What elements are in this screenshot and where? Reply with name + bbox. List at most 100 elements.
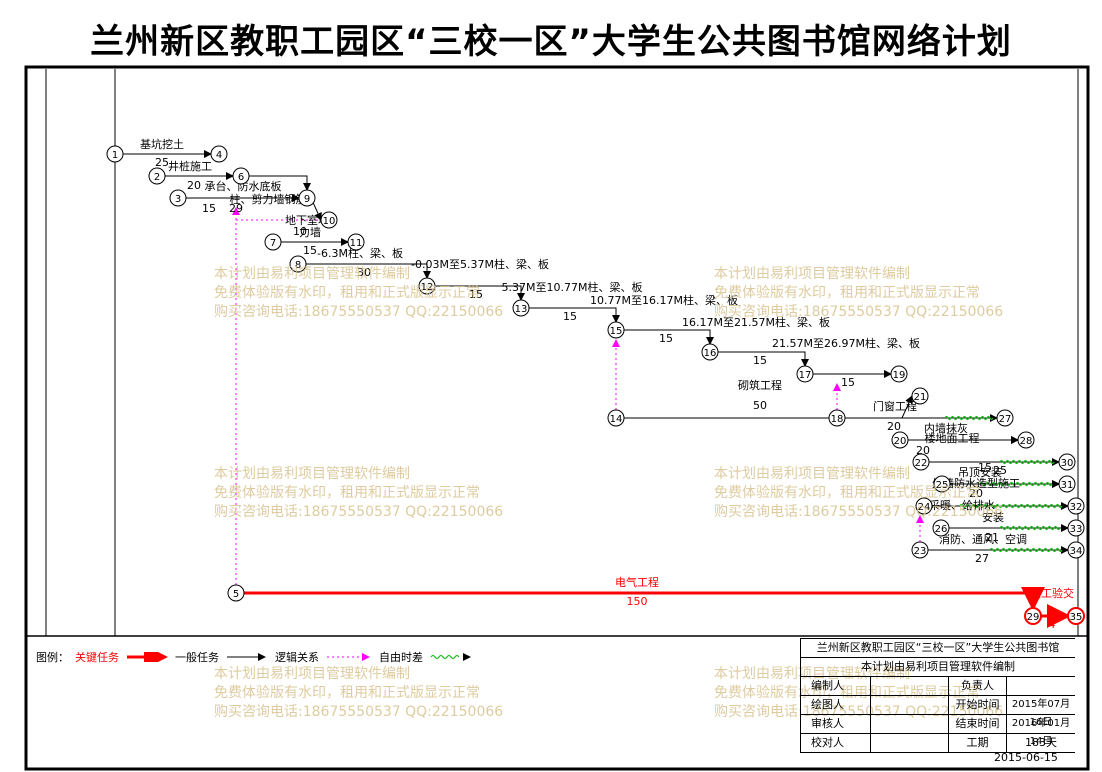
node-29: 29 [1024,607,1042,625]
node-circle [106,145,124,163]
node-25: 25 [933,475,951,493]
node-31: 31 [1058,475,1076,493]
node-26: 26 [932,519,950,537]
node-20: 20 [891,431,909,449]
node-circle [1067,541,1085,559]
activity-duration: 20 [187,179,201,192]
node-circle [148,167,166,185]
activity-name: 5.37M至10.77M柱、梁、板 [502,280,643,294]
activity-name: 16.17M至21.57M柱、梁、板 [682,315,830,329]
node-number: 5 [233,589,239,600]
node-30: 30 [1058,453,1076,471]
plan-date: 2015-06-15 [994,751,1058,764]
activity-name: 采暖、给排水 [929,498,995,512]
node-35: 35 [1067,607,1085,625]
node-number: 16 [704,348,717,359]
legend-critical-label: 关键任务 [75,651,119,664]
info-label2: 开始时间 [949,696,1007,714]
node-number: 10 [323,216,336,227]
node-number: 31 [1061,480,1074,491]
node-32: 32 [1067,497,1085,515]
activity-name: 柱、剪力墙钢筋 [230,192,307,206]
info-project-name: 兰州新区教职工园区“三校一区”大学生公共图书馆 [816,641,1060,654]
node-circle [298,189,316,207]
activity-arrow [624,395,913,419]
activity-duration: 15 [841,376,855,389]
activity-duration: 15 [978,461,992,474]
watermark: 本计划由易利项目管理软件编制 免费体验版有水印，租用和正式版显示正常 购买咨询电… [714,466,1004,520]
node-circle [347,233,365,251]
activity-name: 砌筑工程 [738,378,782,392]
activity-name: 井桩施工 [168,159,212,173]
node-circle [264,233,282,251]
watermark: 本计划由易利项目管理软件编制 免费体验版有水印，租用和正式版显示正常 购买咨询电… [714,266,1004,320]
activity-arrow [435,285,525,301]
node-6: 6 [232,167,250,185]
activity-duration: 10 [293,225,307,238]
node-number: 33 [1070,524,1083,535]
node-11: 11 [347,233,365,251]
activity-duration: 20 [969,487,983,500]
node-number: 13 [515,304,528,315]
activity-duration: 25 [155,156,169,169]
node-circle [933,475,951,493]
free-float [999,525,1061,531]
info-value2: 2015年07月16日 [1011,699,1071,728]
node-circle [1058,453,1076,471]
activity-name: 外墙防水造型施工 [932,476,1020,490]
free-float [999,459,1055,465]
watermark: 本计划由易利项目管理软件编制 免费体验版有水印，租用和正式版显示正常 购买咨询电… [714,666,1004,720]
node-circle [890,365,908,383]
page-title: 兰州新区教职工园区“三校一区”大学生公共图书馆网络计划 [90,22,1012,62]
node-3: 3 [169,189,187,207]
activity-duration: 15 [469,288,483,301]
node-circle [796,365,814,383]
activity-name: -0.03M至5.37M柱、梁、板 [411,257,549,271]
activity-duration: 150 [627,595,648,608]
node-10: 10 [320,211,338,229]
node-16: 16 [701,343,719,361]
info-value [871,715,949,733]
node-number: 12 [421,282,434,293]
node-7: 7 [264,233,282,251]
node-number: 18 [831,414,844,425]
node-19: 19 [890,365,908,383]
activity-name: 电气工程 [615,575,659,589]
watermark: 本计划由易利项目管理软件编制 免费体验版有水印，租用和正式版显示正常 购买咨询电… [214,466,504,520]
activity-arrow [718,351,809,367]
info-value [871,734,949,752]
free-float [989,547,1063,553]
node-number: 28 [1020,436,1033,447]
node-number: 11 [350,238,363,249]
activity-duration: 27 [975,552,989,565]
watermark: 本计划由易利项目管理软件编制 免费体验版有水印，租用和正式版显示正常 购买咨询电… [214,666,504,720]
node-number: 15 [610,326,623,337]
activity-name: 吊顶安装 [958,465,1002,479]
project-info-table: 兰州新区教职工园区“三校一区”大学生公共图书馆 本计划由易利项目管理软件编制 编… [800,638,1075,753]
node-circle [1067,497,1085,515]
activity-duration: 15 [563,310,577,323]
watermark: 本计划由易利项目管理软件编制 免费体验版有水印，租用和正式版显示正常 购买咨询电… [214,266,504,320]
node-circle [227,584,245,602]
activity-duration: 4 [1049,618,1056,631]
node-number: 1 [112,150,118,161]
activity-duration: 29 [229,202,243,215]
node-circle [911,541,929,559]
activity-name: 门窗工程 [873,399,917,413]
node-circle [1067,519,1085,537]
activity-name: 基坑挖土 [140,137,184,151]
info-label2: 结束时间 [949,715,1007,733]
node-number: 3 [175,194,181,205]
activity-duration: 15 [303,244,317,257]
legend-critical-arrow [127,652,168,662]
node-number: 32 [1070,502,1083,513]
info-value [871,677,949,695]
node-number: 14 [610,414,623,425]
activity-duration: 15 [659,332,673,345]
node-18: 18 [828,409,846,427]
node-circle [418,277,436,295]
node-number: 2 [154,172,160,183]
info-label: 校对人 [801,734,871,752]
node-number: 29 [1027,612,1040,623]
activity-duration: 21 [985,531,999,544]
